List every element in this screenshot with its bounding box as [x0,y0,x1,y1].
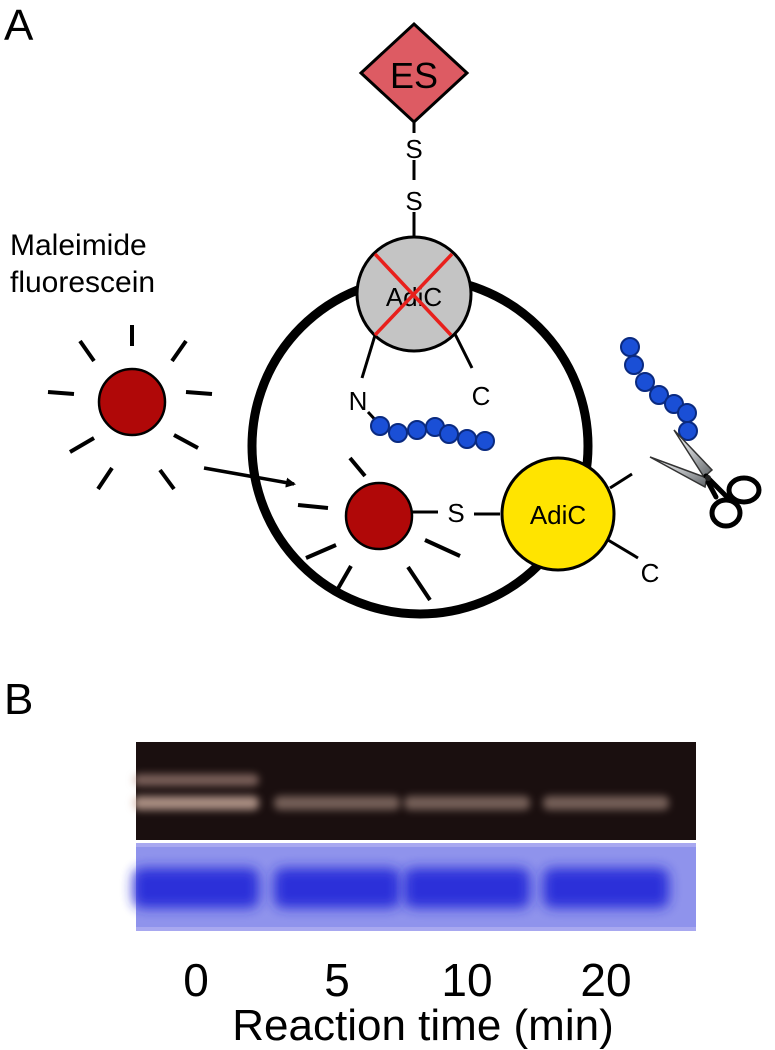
coomassie-bands [133,868,669,908]
axis-label: Reaction time (min) [232,1001,613,1050]
n-terminus-label: N [349,386,368,416]
es-label: ES [390,55,438,96]
active-adic-circle [500,456,616,572]
lane-label: 5 [324,954,350,1006]
thioether-s-label: S [447,498,464,528]
panel-a-label: A [4,1,34,50]
fluorescence-band [133,796,259,810]
fluorescence-band-upper [133,774,259,786]
coomassie-band [274,868,400,908]
entry-arrow-icon [203,466,296,488]
panel-b-label: B [4,675,33,724]
fluorescence-band [543,796,669,810]
coomassie-gel [133,843,696,931]
maleimide-label-line2: fluorescein [10,266,155,299]
es-diamond [358,21,470,125]
c-terminus-inactive-label: C [472,381,491,411]
sulfur-top: S [405,134,422,164]
coomassie-band [404,868,530,908]
sulfur-bottom: S [405,186,422,216]
lane-label: 10 [441,954,492,1006]
lane-label: 0 [183,954,209,1006]
bound-fluorophore-icon [297,456,461,602]
inactive-adic: AdiC N C [349,235,491,416]
cleaved-peptide [620,337,698,441]
panel-b: B 0 5 10 20 Reaction time (min) [4,675,696,1050]
active-adic: AdiC C [500,456,660,588]
coomassie-band [543,868,669,908]
cross-mark-icon [373,252,454,337]
active-adic-label: AdiC [530,500,586,530]
fluorescence-band [404,796,530,810]
coomassie-band [133,868,259,908]
c-terminus-active-label: C [641,558,660,588]
panel-a: A ES S S AdiC N C [4,1,762,619]
lane-label: 20 [580,954,631,1006]
peptide-chain-inside [366,410,495,451]
maleimide-label-line1: Maleimide [10,229,147,262]
es-reagent: ES S S [358,21,470,250]
fluorescence-band [274,796,400,810]
free-fluorophore-icon [47,325,213,491]
scissors-icon [649,429,762,529]
fluorescence-gel [133,742,696,840]
lane-labels: 0 5 10 20 [183,954,631,1006]
fluorescence-bands [133,774,669,810]
